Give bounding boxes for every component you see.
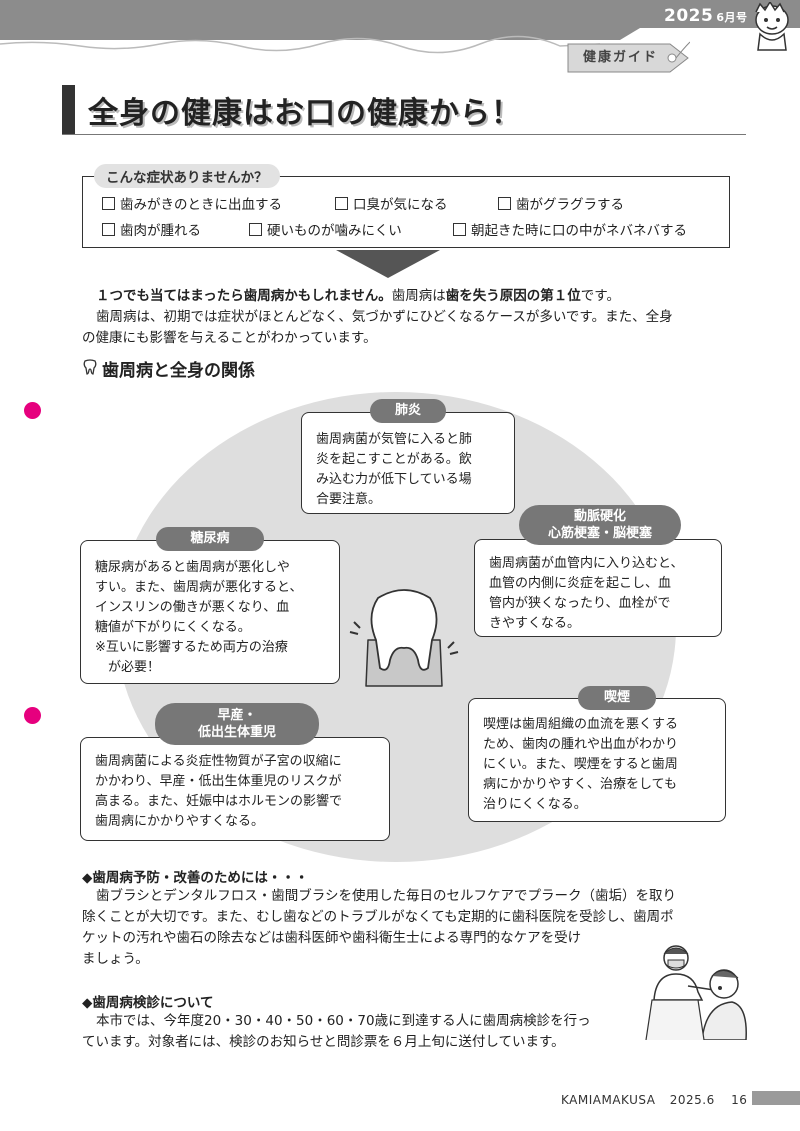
card-text-line: 歯周病にかかりやすくなる。 — [95, 814, 265, 829]
card-text-line: 高まる。また、妊娠中はホルモンの影響で — [95, 794, 343, 809]
card-text-line: 炎を起こすことがある。飲 — [316, 452, 472, 467]
label-arteriosclerosis: 動脈硬化 心筋梗塞・脳梗塞 — [519, 505, 681, 545]
prevention-line: ケットの汚れや歯石の除去などは歯科医師や歯科衛生士による専門的なケアを受け — [82, 930, 582, 946]
card-text-line: すい。また、歯周病が悪化すると、 — [95, 580, 303, 595]
title-accent-bar — [62, 85, 75, 135]
card-diabetes: 糖尿病があると歯周病が悪化しや すい。また、歯周病が悪化すると、 インスリンの働… — [80, 540, 340, 684]
footer-publication: KAMIAMAKUSA — [561, 1093, 656, 1107]
card-text-line: かかわり、早産・低出生体重児のリスクが — [95, 774, 342, 789]
checkup-line: ています。対象者には、検診のお知らせと問診票を６月上旬に送付しています。 — [82, 1034, 565, 1050]
footer-bar — [752, 1091, 800, 1105]
intro-text: です。 — [580, 288, 620, 304]
card-text-line: ※互いに影響するため両方の治療 — [95, 640, 288, 655]
symptom-checklist-heading: こんな症状ありませんか？ — [94, 164, 280, 188]
intro-line-3: の健康にも影響を与えることがわかっています。 — [82, 330, 377, 346]
symptom-item[interactable]: 歯みがきのときに出血する — [102, 193, 282, 213]
title-underline — [62, 134, 746, 135]
label-line: 動脈硬化 — [573, 509, 626, 524]
down-arrow-icon — [336, 250, 440, 278]
card-text-line: 血管の内側に炎症を起こし、血 — [489, 576, 672, 591]
card-text-line: 喫煙は歯周組織の血流を悪くする — [483, 717, 679, 732]
card-arteriosclerosis: 歯周病菌が血管内に入り込むと、 血管の内側に炎症を起こし、血 管内が狭くなったり… — [474, 539, 722, 637]
intro-text: 歯周病は — [391, 288, 446, 304]
issue-month: 6月号 — [716, 11, 748, 24]
checkbox[interactable] — [498, 197, 511, 210]
prevention-line: ましょう。 — [82, 951, 149, 967]
card-text-line: にくい。また、喫煙をすると歯周 — [483, 757, 678, 772]
card-preterm-birth: 歯周病菌による炎症性物質が子宮の収縮に かかわり、早産・低出生体重児のリスクが … — [80, 737, 390, 841]
intro-line-2: 歯周病は、初期では症状がほとんどなく、気づかずにひどくなるケースが多いです。また… — [96, 309, 673, 325]
page-number: 16 — [731, 1093, 748, 1107]
header-band — [0, 0, 800, 54]
symptom-item[interactable]: 歯がグラグラする — [498, 193, 624, 213]
card-text-line: 歯周病菌が血管内に入り込むと、 — [489, 556, 684, 571]
card-text-line: ため、歯肉の腫れや出血がわかり — [483, 737, 679, 752]
card-text-line: み込む力が低下している場 — [316, 472, 472, 487]
mascot-icon — [755, 2, 789, 51]
symptom-label: 朝起きた時に口の中がネバネバする — [471, 223, 687, 239]
checkup-line: 本市では、今年度20・30・40・50・60・70歳に到達する人に歯周病検診を行… — [96, 1013, 591, 1029]
footer-date: 2025.6 — [669, 1093, 715, 1107]
intro-emphasis: １つでも当てはまったら歯周病かもしれません。 — [96, 288, 392, 304]
prevention-heading: ◆歯周病予防・改善のためには・・・ — [82, 870, 309, 886]
checkup-heading: ◆歯周病検診について — [82, 995, 214, 1011]
card-pneumonia: 歯周病菌が気管に入ると肺 炎を起こすことがある。飲 み込む力が低下している場 合… — [301, 412, 515, 514]
symptom-label: 歯がグラグラする — [516, 197, 624, 213]
card-text-line: 歯周病菌が気管に入ると肺 — [316, 432, 473, 447]
section-title: 歯周病と全身の関係 — [102, 361, 255, 381]
symptom-item[interactable]: 口臭が気になる — [335, 193, 448, 213]
label-line: 心筋梗塞・脳梗塞 — [547, 526, 652, 541]
card-smoking: 喫煙は歯周組織の血流を悪くする ため、歯肉の腫れや出血がわかり にくい。また、喫… — [468, 698, 726, 822]
card-text-line: 歯周病菌による炎症性物質が子宮の収縮に — [95, 754, 342, 769]
intro-line-1: １つでも当てはまったら歯周病かもしれません。歯周病は歯を失う原因の第１位です。 — [96, 286, 620, 307]
card-text-line: インスリンの働きが悪くなり、血 — [95, 600, 290, 615]
card-text-line: 病にかかりやすく、治療をしても — [483, 777, 677, 792]
card-text-line: 治りにくくなる。 — [483, 797, 587, 812]
card-text-line: きやすくなる。 — [489, 616, 581, 631]
page-title: 全身の健康はお口の健康から！ — [88, 96, 522, 131]
checkbox[interactable] — [335, 197, 348, 210]
checkbox[interactable] — [102, 223, 115, 236]
card-text-line: が必要！ — [95, 660, 161, 675]
label-line: 低出生体重児 — [197, 725, 276, 740]
card-text-line: 管内が狭くなったり、血栓がで — [489, 596, 671, 611]
symptom-label: 硬いものが噛みにくい — [267, 223, 402, 239]
intro-emphasis: 歯を失う原因の第１位 — [445, 288, 581, 304]
checkbox[interactable] — [249, 223, 262, 236]
symptom-label: 口臭が気になる — [353, 197, 448, 213]
worried-tooth-icon — [349, 589, 459, 687]
checkbox[interactable] — [453, 223, 466, 236]
tooth-icon — [83, 359, 97, 375]
symptom-label: 歯肉が腫れる — [120, 223, 201, 239]
card-text-line: 糖値が下がりにくくなる。 — [95, 620, 251, 635]
card-text-line: 合要注意。 — [316, 492, 382, 507]
symptom-item[interactable]: 朝起きた時に口の中がネバネバする — [453, 219, 687, 239]
symptom-item[interactable]: 歯肉が腫れる — [102, 219, 201, 239]
label-pneumonia: 肺炎 — [370, 399, 446, 423]
prevention-line: 除くことが大切です。また、むし歯などのトラブルがなくても定期的に歯科医院を受診し… — [82, 909, 674, 925]
checkbox[interactable] — [102, 197, 115, 210]
symptom-checklist-box — [82, 176, 730, 248]
card-text-line: 糖尿病があると歯周病が悪化しや — [95, 560, 290, 575]
dentist-patient-illustration — [645, 945, 747, 1040]
page-footer: KAMIAMAKUSA 2025.6 16 — [561, 1093, 747, 1107]
label-smoking: 喫煙 — [578, 686, 656, 710]
label-diabetes: 糖尿病 — [156, 527, 264, 551]
pink-dot-marker — [24, 707, 41, 724]
category-tag-shape — [567, 41, 690, 73]
label-line: 早産・ — [217, 708, 257, 723]
symptom-item[interactable]: 硬いものが噛みにくい — [249, 219, 402, 239]
pink-dot-marker — [24, 402, 41, 419]
prevention-line: 歯ブラシとデンタルフロス・歯間ブラシを使用した毎日のセルフケアでプラーク（歯垢）… — [96, 888, 676, 904]
issue-year: 2025 — [664, 6, 714, 26]
symptom-label: 歯みがきのときに出血する — [120, 197, 282, 213]
label-preterm-birth: 早産・ 低出生体重児 — [155, 703, 319, 745]
category-tag: 健康ガイド — [583, 50, 659, 65]
